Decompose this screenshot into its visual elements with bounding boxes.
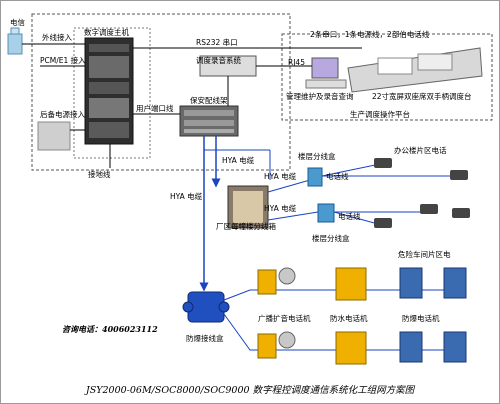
pcm-label: PCM/E1 接入 xyxy=(40,56,86,65)
building-cabinet-icon xyxy=(227,185,269,229)
hya-cable-label-1: HYA 电缆 xyxy=(222,156,255,165)
contact-phone: 咨询电话：4006023112 xyxy=(62,324,158,334)
user-port-label: 用户端口线 xyxy=(136,104,174,113)
security-rack-label: 保安配线架 xyxy=(190,96,228,105)
explosion-phone-label: 防爆电话机 xyxy=(402,314,440,323)
ups-box-icon xyxy=(37,121,71,151)
platform-label: 生产调度操作平台 xyxy=(350,110,410,119)
ground-label: 接地线 xyxy=(88,170,111,179)
phone-line-label-1: 电话线 xyxy=(326,172,349,181)
phone-line-2b xyxy=(333,211,379,225)
office-area-label: 办公楼片区电话 xyxy=(394,146,447,155)
hazard-area-label: 危险车间片区电 xyxy=(398,250,451,259)
hya-cable-label-4: HYA 电缆 xyxy=(264,204,297,213)
maintenance-label: 管理维护及录音查询 xyxy=(286,92,354,101)
phone-line-label-2: 电话线 xyxy=(338,212,361,221)
telecom-tower-icon xyxy=(7,27,23,55)
rs232-label: RS232 串口 xyxy=(196,38,238,47)
hya-cable-label-2: HYA 电缆 xyxy=(170,192,203,201)
waterproof-phone-label: 防水电话机 xyxy=(330,314,368,323)
dispatch-console-icon xyxy=(347,47,483,93)
office-phone-icon xyxy=(374,158,470,228)
rj45-label: RJ45 xyxy=(288,58,305,67)
explosion-phone-icon xyxy=(399,267,467,363)
explosion-junction-box-icon xyxy=(182,291,230,323)
cabinet-to-box1 xyxy=(267,179,311,193)
cabinet-to-box2 xyxy=(267,211,319,221)
floor-box-label-1: 楼层分线盒 xyxy=(298,152,336,161)
external-line-label: 外线接入 xyxy=(42,33,72,42)
backup-power-label: 后备电源接入 xyxy=(40,110,85,119)
host-inner-boundary xyxy=(73,27,151,159)
security-rack-icon xyxy=(179,105,239,137)
floor-box-label-2: 楼层分线盒 xyxy=(312,234,350,243)
telecom-label: 电信 xyxy=(10,18,25,27)
server-rack-icon xyxy=(84,37,134,145)
floor-box-2-icon xyxy=(317,203,335,223)
broadcast-phone-icon xyxy=(257,267,296,359)
floor-box-1-icon xyxy=(307,167,323,187)
main-host-boundary xyxy=(31,13,291,171)
phone-line-1a xyxy=(321,163,381,177)
platform-boundary xyxy=(281,33,493,121)
broadcast-phone-label: 广播扩音电话机 xyxy=(258,314,311,323)
main-host-label: 数字调度主机 xyxy=(84,28,129,37)
building-box-label: 厂区每幢楼分线箱 xyxy=(216,222,276,231)
diagram-caption: JSY2000-06M/SOC8000/SOC9000 数字程控调度通信系统化工… xyxy=(85,385,415,396)
computer-icon xyxy=(305,57,347,89)
serial-info-label: 2条串口，1条电源线，2部伯电话线 xyxy=(310,30,430,39)
waterproof-phone-icon xyxy=(335,267,367,365)
explosion-box-label: 防爆接线盒 xyxy=(186,334,224,343)
console-label: 22寸宽屏双座席双手柄调度台 xyxy=(372,92,472,101)
recording-label: 调度录音系统 xyxy=(196,56,241,65)
hya-cable-label-3: HYA 电缆 xyxy=(264,172,297,181)
